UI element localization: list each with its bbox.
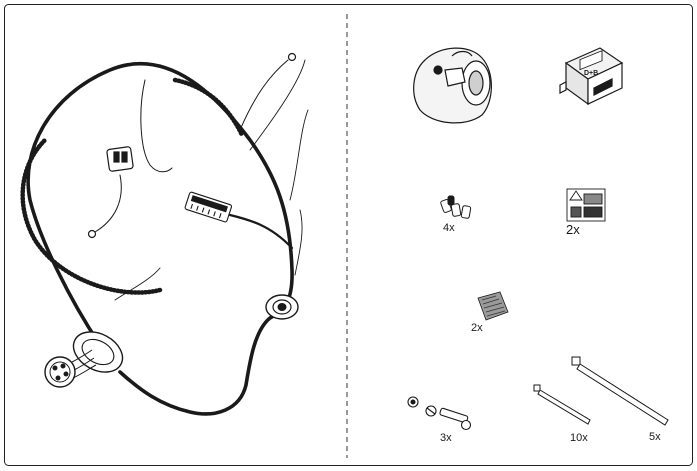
warning-sticker-icon [566,188,606,222]
foam-quantity: 2x [471,322,483,334]
wire-clips-icon [440,195,472,219]
foam-pad-icon [477,291,509,321]
corrugated-loom [20,77,245,295]
wiring-harness [26,59,309,416]
large-ties-quantity: 5x [649,431,661,443]
control-module-icon: D+B [559,47,624,106]
bolt-set-icon [407,396,472,431]
module-label: D+B [584,70,598,77]
outer-frame [4,4,693,466]
multipin-connector-icon [184,191,233,223]
trailer-socket-icon [413,47,492,124]
large-cable-tie-icon [571,356,669,426]
sticker-quantity: 2x [566,222,580,237]
round-socket-plug-icon [44,331,124,388]
ring-terminal-icon [87,52,297,239]
small-connector-icon [106,146,134,172]
clips-quantity: 4x [443,222,455,234]
small-ties-quantity: 10x [570,432,588,444]
bolts-quantity: 3x [440,432,452,444]
small-cable-tie-icon [533,384,591,425]
grommet-icon [265,294,299,320]
